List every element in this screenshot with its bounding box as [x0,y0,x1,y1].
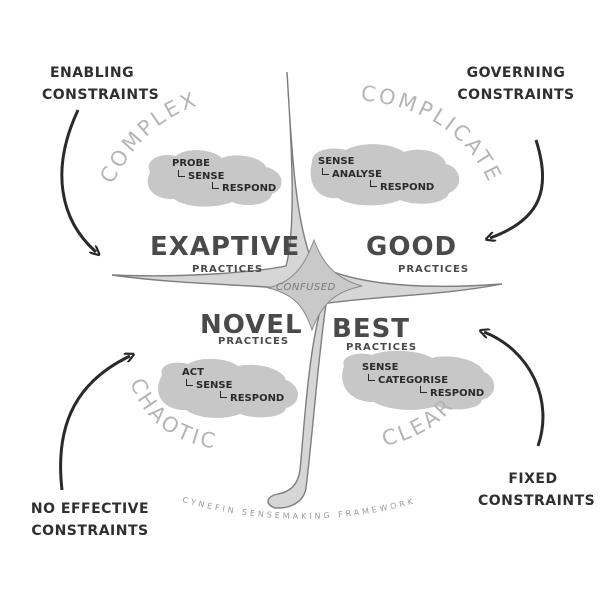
domain-confused: Confused [276,282,336,293]
step-arrow-icon [212,182,219,189]
step-arrow-icon [178,170,185,177]
practice-novel: Novel [200,310,303,340]
practice-exaptive: Exaptive [150,232,301,262]
step-arrow-icon [368,374,375,381]
label-governing-constraints: Governing Constraints [457,65,575,103]
step-respond: Respond [230,393,285,404]
practice-good-sub: Practices [398,264,470,275]
practice-good: Good [366,232,458,262]
step-sense: Sense [188,171,225,182]
step-sense: Sense [318,156,355,167]
practice-best: Best [332,314,411,344]
step-analyse: Analyse [332,169,382,180]
step-arrow-icon [420,386,427,393]
label-no-effective-constraints: No Effective Constraints [30,501,150,539]
arrow-enabling-constraints [60,109,96,252]
practice-best-sub: Practices [346,342,418,353]
step-arrow-icon [186,379,193,386]
step-respond: Respond [430,388,485,399]
step-act: Act [182,367,204,378]
step-categorise: Categorise [378,375,449,386]
step-arrow-icon [322,168,329,175]
step-arrow-icon [220,391,227,398]
practice-novel-sub: Practices [218,336,290,347]
practice-exaptive-sub: Practices [192,264,264,275]
step-respond: Respond [380,182,435,193]
label-fixed-constraints: Fixed Constraints [478,471,596,509]
arrow-governing-constraints [490,139,545,238]
step-respond: Respond [222,183,277,194]
cloud-complicated [310,144,460,206]
arrow-fixed-constraints [484,332,545,447]
cloud-chaotic [158,358,298,418]
step-arrow-icon [370,180,377,187]
cloud-complex [147,150,282,207]
cloud-clear [342,350,495,410]
step-probe: Probe [172,158,210,169]
confused-zone [267,238,363,332]
label-enabling-constraints: Enabling Constraints [42,65,160,103]
arrow-no-effective-constraints [59,356,130,491]
step-sense: Sense [196,380,233,391]
step-sense: Sense [362,362,399,373]
